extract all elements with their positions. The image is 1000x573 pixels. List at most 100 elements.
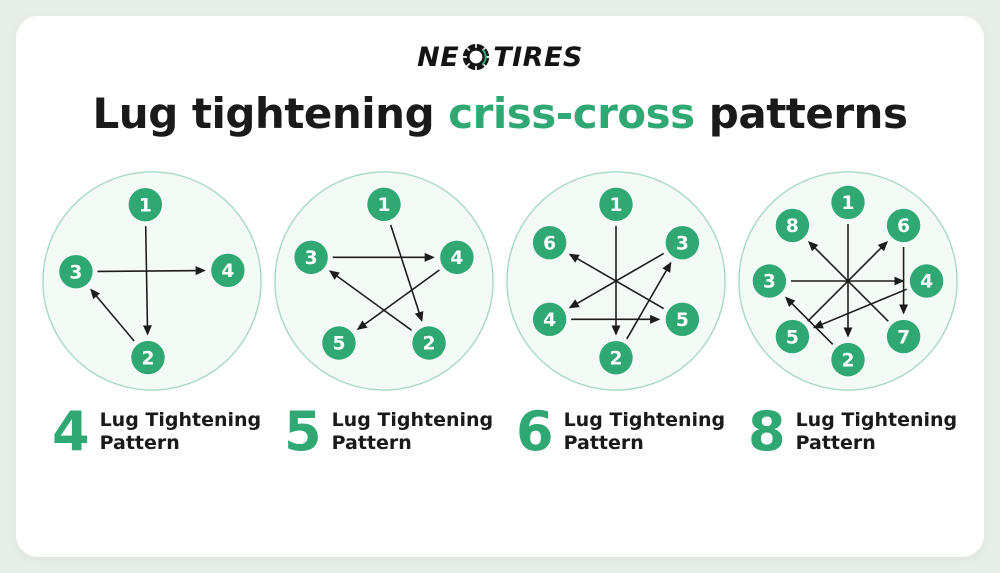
pattern-circle: 1 3 5 2 4 6 — [503, 168, 729, 394]
sequence-arrow-2-to-3 — [328, 270, 413, 332]
caption-line1: Lug Tightening — [99, 409, 262, 432]
lug-4 — [440, 240, 474, 275]
pattern-diagram-5-lug: 1 4 2 5 3 — [274, 171, 494, 392]
caption-text: Lug Tightening Pattern — [332, 409, 494, 455]
caption-number: 6 — [516, 400, 554, 464]
sequence-arrow-3-to-4 — [97, 266, 206, 276]
caption-line2: Pattern — [795, 431, 876, 454]
pattern-diagram-6-lug: 1 3 5 2 4 6 — [506, 171, 726, 392]
caption-line2: Pattern — [563, 431, 644, 454]
pattern-caption: 4 Lug Tightening Pattern — [38, 400, 262, 464]
lug-2 — [599, 341, 633, 375]
pattern-block-5-lug: 1 4 2 5 3 5 Lug Tightening Pattern — [270, 168, 498, 464]
lug-3 — [294, 240, 328, 275]
logo-text-ne: NE — [417, 41, 460, 73]
pattern-circle: 1 6 4 7 2 5 3 8 — [735, 168, 961, 394]
sequence-arrow-2-to-3 — [626, 262, 672, 340]
caption-line1: Lug Tightening — [563, 409, 726, 432]
sequence-arrow-2-to-3 — [90, 288, 135, 342]
caption-line1: Lug Tightening — [795, 409, 958, 432]
pattern-block-4-lug: 1 4 2 3 4 Lug Tightening Pattern — [38, 168, 266, 464]
lug-number-7: 7 — [897, 328, 910, 349]
lug-3 — [752, 264, 787, 299]
lug-1 — [831, 185, 865, 220]
lug-number-8: 8 — [786, 216, 799, 237]
lug-number-4: 4 — [450, 248, 463, 269]
lug-6 — [886, 209, 921, 243]
sequence-arrow-1-to-2 — [389, 224, 424, 323]
lug-3 — [59, 255, 93, 289]
lug-number-3: 3 — [69, 263, 82, 284]
lug-number-1: 1 — [610, 195, 623, 216]
lug-number-4: 4 — [543, 310, 556, 331]
caption-text: Lug Tightening Pattern — [100, 409, 262, 455]
caption-line1: Lug Tightening — [331, 409, 494, 432]
lug-5 — [775, 320, 810, 354]
lug-6 — [532, 226, 567, 260]
lug-number-1: 1 — [139, 196, 152, 217]
lug-4 — [909, 264, 944, 299]
pattern-circle: 1 4 2 5 3 — [271, 168, 497, 394]
caption-number: 4 — [52, 400, 90, 464]
pattern-caption: 5 Lug Tightening Pattern — [270, 400, 494, 464]
logo-text-tires: TIRES — [493, 41, 583, 73]
caption-text: Lug Tightening Pattern — [796, 409, 958, 455]
lug-number-3: 3 — [676, 234, 689, 255]
lug-1 — [128, 188, 163, 222]
pattern-caption: 6 Lug Tightening Pattern — [502, 400, 726, 464]
patterns-row: 1 4 2 3 4 Lug Tightening Pattern 1 4 2 5 3 5 Lu… — [38, 168, 962, 464]
pattern-block-6-lug: 1 3 5 2 4 6 6 Lug Tightening Pattern — [502, 168, 730, 464]
lug-number-2: 2 — [610, 349, 623, 370]
lug-2 — [131, 341, 165, 375]
caption-text: Lug Tightening Pattern — [564, 409, 726, 455]
lug-number-6: 6 — [897, 216, 910, 237]
title-suffix: patterns — [694, 89, 908, 138]
infographic-card: NE TIRES Lug tightening criss-cross patt… — [16, 16, 984, 557]
lug-2 — [412, 326, 446, 361]
page-title: Lug tightening criss-cross patterns — [16, 89, 984, 138]
caption-line2: Pattern — [99, 431, 180, 454]
title-highlight: criss-cross — [448, 89, 695, 138]
pattern-circle: 1 4 2 3 — [39, 168, 265, 394]
pattern-caption: 8 Lug Tightening Pattern — [734, 400, 958, 464]
sequence-arrow-3-to-4 — [568, 253, 665, 309]
sequence-arrow-5-to-6 — [568, 254, 665, 310]
wheel-circle — [42, 171, 262, 392]
pattern-diagram-8-lug: 1 6 4 7 2 5 3 8 — [738, 171, 958, 392]
sequence-arrow-1-to-2 — [142, 226, 152, 336]
lug-7 — [886, 320, 921, 354]
lug-number-4: 4 — [221, 261, 234, 282]
lug-number-3: 3 — [763, 272, 776, 293]
lug-4 — [211, 253, 245, 288]
lug-8 — [775, 209, 810, 243]
logo: NE TIRES — [16, 42, 984, 72]
caption-number: 8 — [748, 400, 786, 464]
lug-number-1: 1 — [378, 195, 391, 216]
caption-line2: Pattern — [331, 431, 412, 454]
sequence-arrow-2-to-3 — [784, 296, 834, 346]
lug-number-6: 6 — [543, 234, 556, 255]
tire-icon — [462, 43, 491, 71]
lug-number-2: 2 — [842, 351, 855, 372]
lug-2 — [831, 343, 865, 377]
lug-5 — [665, 302, 700, 337]
lug-3 — [665, 226, 700, 260]
sequence-arrow-7-to-8 — [808, 241, 889, 323]
pattern-diagram-4-lug: 1 4 2 3 — [42, 171, 262, 392]
sequence-arrow-4-to-5 — [356, 269, 440, 331]
lug-1 — [367, 187, 401, 222]
lug-number-5: 5 — [786, 328, 799, 349]
lug-5 — [322, 326, 356, 361]
pattern-block-8-lug: 1 6 4 7 2 5 3 8 8 Lug Tightening Pattern — [734, 168, 962, 464]
lug-number-5: 5 — [332, 334, 345, 355]
lug-number-1: 1 — [842, 193, 855, 214]
lug-number-2: 2 — [423, 334, 436, 355]
lug-number-3: 3 — [305, 248, 318, 269]
sequence-arrow-4-to-5 — [812, 288, 907, 329]
lug-number-4: 4 — [920, 272, 933, 293]
lug-number-5: 5 — [676, 310, 689, 331]
title-prefix: Lug tightening — [92, 89, 449, 138]
lug-number-2: 2 — [141, 349, 154, 370]
sequence-arrow-5-to-6 — [807, 241, 888, 323]
caption-number: 5 — [284, 400, 322, 464]
